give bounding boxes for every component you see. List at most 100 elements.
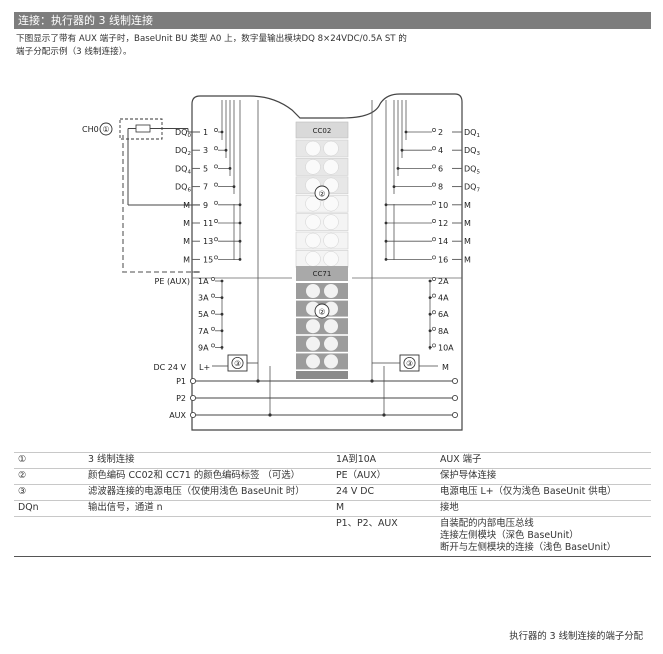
legend-cell-text: ③ [18, 486, 27, 497]
p2-label: P2 [176, 394, 186, 403]
legend-cell-text: 颜色编码 CC02和 CC71 的颜色编码标签 （可选） [88, 470, 300, 481]
left-pin-number: 15 [203, 255, 213, 264]
right-pin-number: 12 [438, 219, 448, 228]
legend-cell: 输出信号，通道 n [84, 500, 332, 517]
marker-3-left: ③ [234, 359, 241, 368]
left-aux-pin: 7A [198, 327, 209, 336]
ch0-label: CH0 [82, 125, 99, 134]
left-pin-number: 11 [203, 219, 213, 228]
right-dq-subscript: 1 [476, 133, 480, 139]
wiring-diagram: CC02 CC71 ② ② ③ [82, 93, 480, 431]
left-m-label: M [183, 219, 190, 228]
left-dq-subscript: 0 [187, 133, 191, 139]
figure-caption: 执行器的 3 线制连接的端子分配 [509, 631, 643, 642]
left-dq-label: DQ0 [175, 128, 191, 139]
left-dq-label: DQ2 [175, 146, 191, 157]
right-m-label: M [464, 237, 471, 246]
legend-cell: ③ [14, 484, 84, 501]
left-aux-pin: 5A [198, 310, 209, 319]
left-m-label: M [183, 201, 190, 210]
left-m-label: M [183, 237, 190, 246]
legend-cell-extra-line: 断开与左侧模块的连接（浅色 BaseUnit） [440, 542, 617, 553]
left-dq-subscript: 6 [187, 188, 191, 194]
right-pin-number: 2 [438, 128, 443, 137]
module-outline [191, 93, 463, 431]
left-pin-number: 5 [203, 164, 208, 173]
right-dq-label: DQ5 [464, 164, 480, 175]
left-aux-pin: 3A [198, 294, 209, 303]
legend-cell-text: ① [18, 454, 27, 465]
cc71-label: CC71 [313, 270, 332, 278]
right-aux-pin: 4A [438, 294, 449, 303]
legend-cell: DQn [14, 500, 84, 517]
legend-cell-text: M [336, 502, 345, 513]
m-pin-label-right: M [442, 363, 449, 372]
marker-2-lower: ② [318, 308, 325, 317]
left-dq-label: DQ6 [175, 183, 191, 194]
legend-cell: ② [14, 468, 84, 485]
left-pin-number: 9 [203, 201, 208, 210]
legend-cell: 自装配的内部电压总线连接左侧模块（深色 BaseUnit）断开与左侧模块的连接（… [436, 516, 651, 557]
intro-line-1: 下图显示了带有 AUX 端子时，BaseUnit BU 类型 A0 上，数字量输… [16, 34, 407, 44]
color-code-label-cc02 [295, 121, 349, 268]
marker-2-upper: ② [318, 190, 325, 199]
color-code-label-cc71 [296, 266, 348, 379]
legend-cell: 接地 [436, 500, 651, 517]
right-aux-pin: 6A [438, 310, 449, 319]
intro-line-2: 端子分配示例（3 线制连接）。 [16, 47, 132, 57]
legend-row: DQn 输出信号，通道 n M 接地 [14, 500, 651, 517]
legend-cell-text: 24 V DC [336, 486, 375, 497]
legend-cell [14, 516, 84, 557]
pe-wire [122, 135, 200, 273]
left-pin-number: 3 [203, 146, 208, 155]
right-aux-pin: 2A [438, 277, 449, 286]
legend-cell-text: PE（AUX） [336, 470, 387, 481]
legend-cell: M [332, 500, 436, 517]
right-pin-number: 16 [438, 255, 448, 264]
right-dq-subscript: 5 [476, 169, 480, 175]
left-pin-number: 1 [203, 128, 208, 137]
legend-cell-extra-line: 连接左侧模块（深色 BaseUnit） [440, 530, 579, 541]
right-dq-subscript: 3 [476, 151, 480, 157]
intro-paragraph: 下图显示了带有 AUX 端子时，BaseUnit BU 类型 A0 上，数字量输… [16, 33, 636, 59]
left-dq-subscript: 4 [187, 169, 191, 175]
legend-cell-text: P1、P2、AUX [336, 518, 398, 529]
legend-cell: 保护导体连接 [436, 468, 651, 485]
lplus-pin-label: L+ [199, 363, 210, 372]
left-aux-pin: 1A [198, 277, 209, 286]
legend-cell-text: 3 线制连接 [88, 454, 135, 465]
legend-cell-text: AUX 端子 [440, 454, 482, 465]
right-dq-subscript: 7 [476, 188, 480, 194]
dc24v-label: DC 24 V [154, 363, 187, 372]
legend-cell: 24 V DC [332, 484, 436, 501]
legend-cell: 1A到10A [332, 452, 436, 469]
legend-cell-text: 自装配的内部电压总线 [440, 518, 534, 529]
left-m-label: M [183, 255, 190, 264]
marker-3-right: ③ [406, 359, 413, 368]
legend-cell-text: 电源电压 L+（仅为浅色 BaseUnit 供电） [440, 486, 617, 497]
left-pin-number: 13 [203, 237, 213, 246]
legend-cell: 颜色编码 CC02和 CC71 的颜色编码标签 （可选） [84, 468, 332, 485]
left-dq-label: DQ4 [175, 164, 191, 175]
legend-cell-text: 保护导体连接 [440, 470, 497, 481]
right-pin-number: 8 [438, 183, 443, 192]
right-pin-number: 10 [438, 201, 448, 210]
legend-cell-text: 输出信号，通道 n [88, 502, 163, 513]
legend-cell: ① [14, 452, 84, 469]
right-aux-pin: 10A [438, 343, 454, 352]
legend-cell: P1、P2、AUX [332, 516, 436, 557]
right-pin-number: 4 [438, 146, 443, 155]
p1-label: P1 [176, 377, 186, 386]
legend-row: ② 颜色编码 CC02和 CC71 的颜色编码标签 （可选） PE（AUX） 保护导体… [14, 468, 651, 485]
cc02-label: CC02 [313, 127, 332, 135]
legend-cell-text: 1A到10A [336, 454, 377, 465]
legend-cell: 电源电压 L+（仅为浅色 BaseUnit 供电） [436, 484, 651, 501]
legend-row: ① 3 线制连接 1A到10A AUX 端子 [14, 452, 651, 469]
right-dq-label: DQ7 [464, 183, 480, 194]
legend-row: P1、P2、AUX 自装配的内部电压总线连接左侧模块（深色 BaseUnit）断开… [14, 516, 651, 557]
section-header: 连接：执行器的 3 线制连接 [14, 12, 651, 29]
legend-cell: PE（AUX） [332, 468, 436, 485]
right-aux-pin: 8A [438, 327, 449, 336]
right-pin-number: 6 [438, 164, 443, 173]
right-dq-label: DQ3 [464, 146, 480, 157]
